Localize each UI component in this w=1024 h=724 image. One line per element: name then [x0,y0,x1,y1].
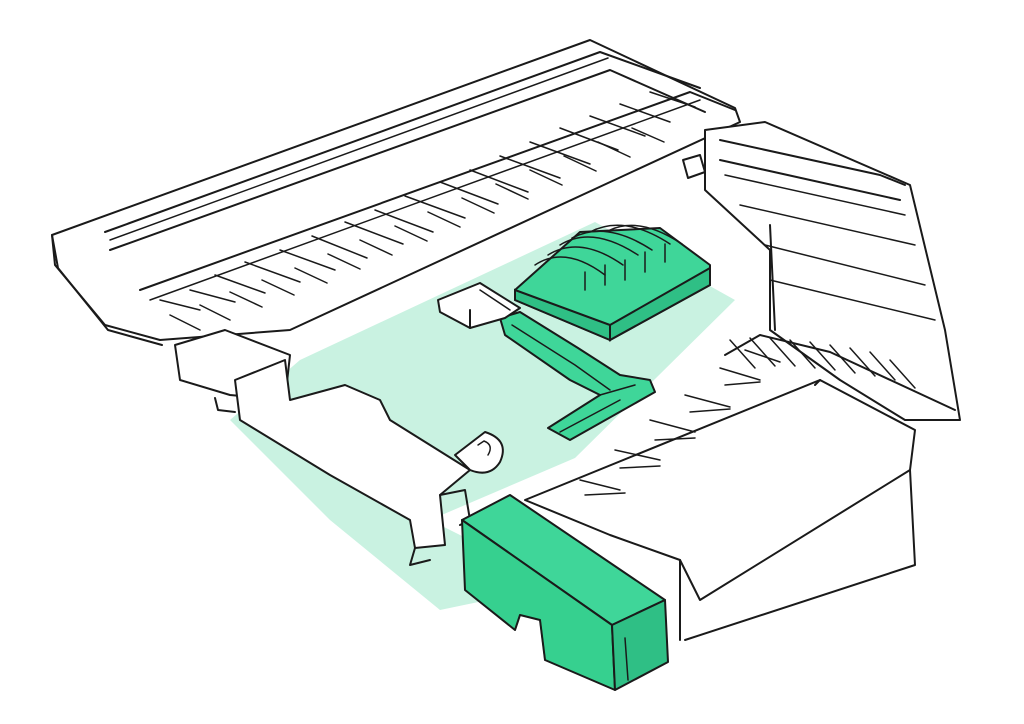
southeast-roof-ribs [579,349,781,496]
new-connector-walkway [499,311,656,441]
new-corner-building [461,494,669,691]
west-building-block [234,359,471,566]
southeast-building-block [524,349,916,641]
small-kiosk-pavilion [437,282,521,329]
north-roof-ribs [159,91,696,331]
east-building-wing [682,121,961,421]
east-terrace-ribs [729,337,916,389]
new-sawtooth-building [514,224,711,342]
courtyard-entry-structure [454,431,504,474]
